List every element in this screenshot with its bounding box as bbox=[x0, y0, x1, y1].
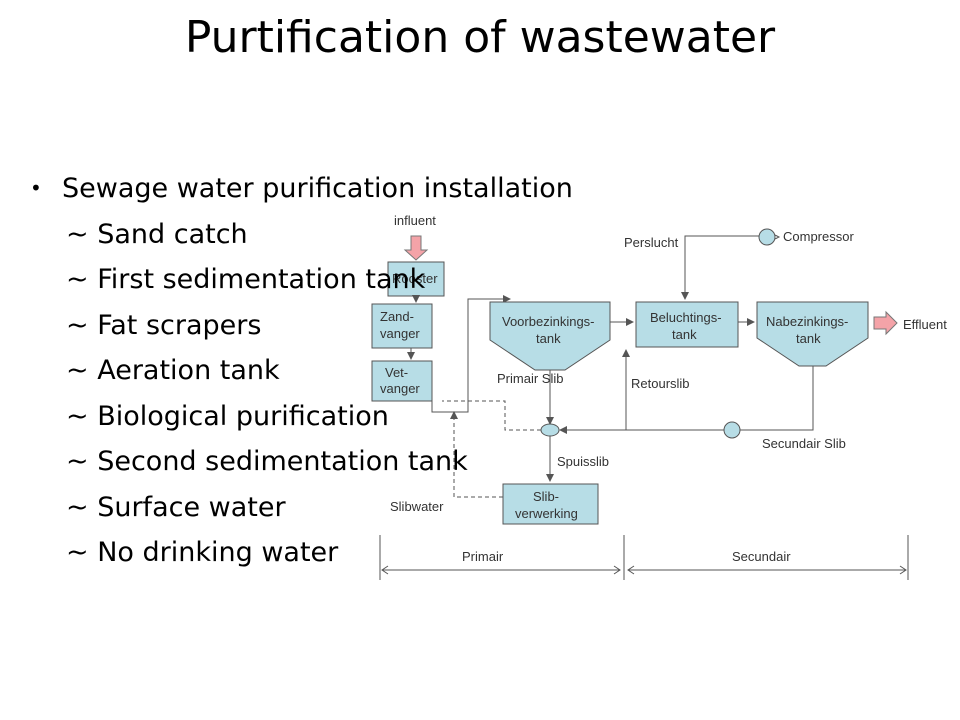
vetvanger-box bbox=[371, 360, 433, 402]
slide-title: Purtification of wastewater bbox=[184, 12, 776, 63]
spuisslib-label: Spuisslib bbox=[557, 454, 609, 469]
zandvanger-label-1: Zand- bbox=[380, 309, 414, 324]
voorbezinkingstank-shape bbox=[489, 301, 611, 371]
secundair-label: Secundair bbox=[732, 549, 791, 564]
beluchting-label-1: Beluchtings- bbox=[650, 310, 722, 325]
dimension-arrowhead-right bbox=[899, 565, 907, 575]
rooster-label: Rooster bbox=[392, 271, 438, 286]
secundair-slib-return-line bbox=[740, 366, 814, 431]
dimension-arrowhead-left bbox=[381, 565, 389, 575]
bullet-list: • Sewage water purification installation… bbox=[30, 166, 573, 576]
slibwater-dashed-line bbox=[450, 411, 503, 498]
slibverwerking-label-2: verwerking bbox=[515, 506, 578, 521]
bullet-subitem: ~ No drinking water bbox=[66, 537, 339, 568]
bullet-subitem: ~ Sand catch bbox=[66, 218, 248, 250]
nabezinking-label-1: Nabezinkings- bbox=[766, 314, 848, 329]
dimension-arrowhead-mid-right bbox=[627, 565, 635, 575]
vetvanger-label-1: Vet- bbox=[385, 365, 408, 380]
voorbezinking-label-2: tank bbox=[536, 331, 561, 346]
nabezinkingstank-shape bbox=[756, 301, 869, 367]
influent-label: influent bbox=[394, 213, 436, 228]
vet-to-voorbezinking-line bbox=[431, 295, 511, 413]
dashed-loop-line bbox=[442, 400, 541, 431]
bullet-subitem: ~ Aeration tank bbox=[66, 355, 280, 386]
secundair-slib-label: Secundair Slib bbox=[762, 436, 846, 451]
slibverwerking-label-1: Slib- bbox=[533, 489, 559, 504]
beluchtingstank-box bbox=[635, 301, 739, 348]
beluchting-label-2: tank bbox=[672, 327, 697, 342]
rooster-box bbox=[387, 261, 445, 297]
bullet-subitem: ~ Second sedimentation tank bbox=[66, 446, 468, 477]
vetvanger-label-2: vanger bbox=[380, 381, 420, 396]
compressor-to-beluchting-line bbox=[681, 235, 759, 300]
zandvanger-box bbox=[371, 303, 433, 349]
slibverwerking-box bbox=[502, 483, 599, 525]
compressor-outlet-icon bbox=[774, 234, 781, 240]
bullet-subitem: ~ Surface water bbox=[66, 491, 286, 523]
bullet-heading: Sewage water purification installation bbox=[62, 173, 573, 204]
primair-label: Primair bbox=[462, 549, 504, 564]
primair-slib-label: Primair Slib bbox=[497, 371, 563, 386]
influent-arrow bbox=[403, 235, 429, 261]
perslucht-label: Perslucht bbox=[624, 235, 679, 250]
bullet-subitem: ~ First sedimentation tank bbox=[66, 264, 426, 295]
bullet-subitem: ~ Biological purification bbox=[66, 400, 389, 432]
retourslib-label: Retourslib bbox=[631, 376, 690, 391]
zandvanger-label-2: vanger bbox=[380, 326, 420, 341]
effluent-label: Effluent bbox=[903, 317, 947, 332]
bullet-dot: • bbox=[30, 176, 42, 200]
bullet-heading-line: • Sewage water purification installation bbox=[30, 166, 573, 212]
voorbezinking-label-1: Voorbezinkings- bbox=[502, 314, 595, 329]
dimension-arrowhead-mid-left bbox=[613, 565, 621, 575]
compressor-icon bbox=[758, 228, 776, 246]
slibwater-label: Slibwater bbox=[390, 499, 444, 514]
pump-icon bbox=[723, 421, 741, 439]
nabezinking-label-2: tank bbox=[796, 331, 821, 346]
effluent-arrow bbox=[873, 310, 898, 336]
compressor-label: Compressor bbox=[783, 229, 854, 244]
bullet-subitem: ~ Fat scrapers bbox=[66, 309, 262, 341]
